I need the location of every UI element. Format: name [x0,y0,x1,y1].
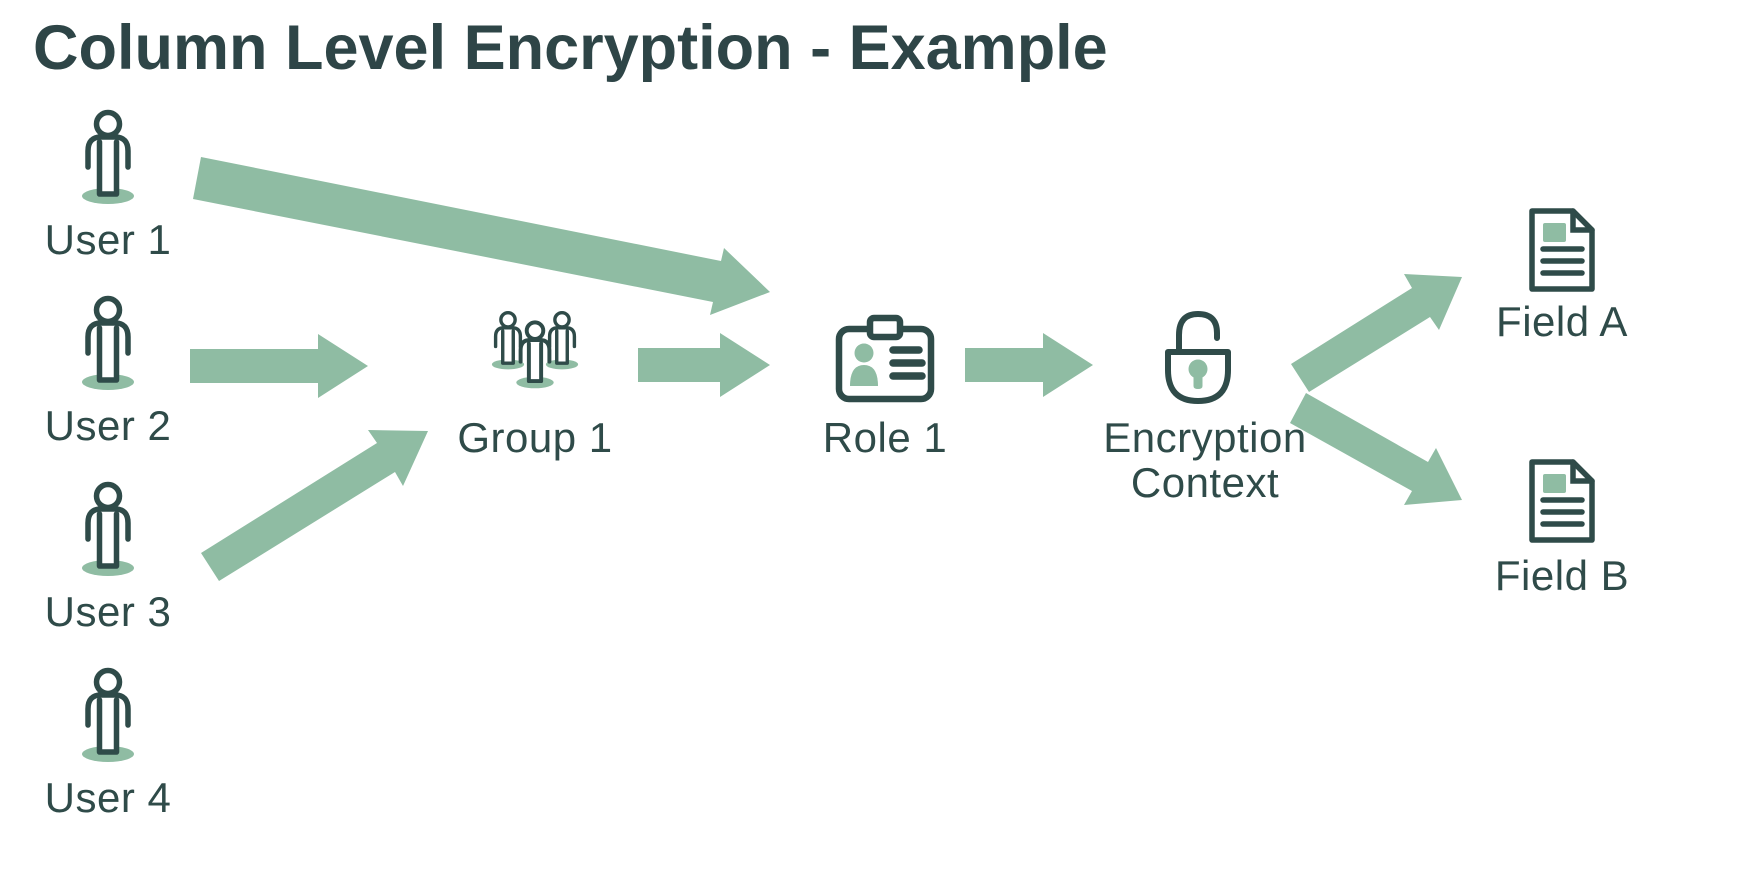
page-title: Column Level Encryption - Example [33,13,1108,83]
person-icon [82,671,134,763]
arrow-user3-to-group1 [201,430,428,581]
arrow-user2-to-group1 [190,334,368,398]
user2-label: User 2 [45,402,172,449]
arrow-group1-to-role1 [638,333,770,397]
arrow-encryption-context-to-field-a [1291,274,1462,392]
arrow-role1-to-encryption-context [965,333,1093,397]
document-icon [1532,462,1592,540]
person-icon [82,299,134,391]
field-a-label: Field A [1496,298,1628,345]
encryption-context-label-line2: Context [1131,459,1279,506]
user4-label: User 4 [45,774,172,821]
id-badge-icon [835,314,935,403]
role1-label: Role 1 [823,414,947,461]
document-icon [1532,211,1592,289]
group1-label: Group 1 [457,414,612,461]
arrow-user1-to-role1 [193,157,770,315]
user3-label: User 3 [45,588,172,635]
encryption-context-label-line1: Encryption [1103,414,1306,461]
unlocked-padlock-icon [1165,310,1231,404]
arrow-encryption-context-to-field-b [1290,393,1462,505]
field-b-label: Field B [1495,552,1629,599]
person-icon [82,113,134,205]
user1-label: User 1 [45,216,172,263]
people-group-icon [490,310,580,391]
person-icon [82,485,134,577]
